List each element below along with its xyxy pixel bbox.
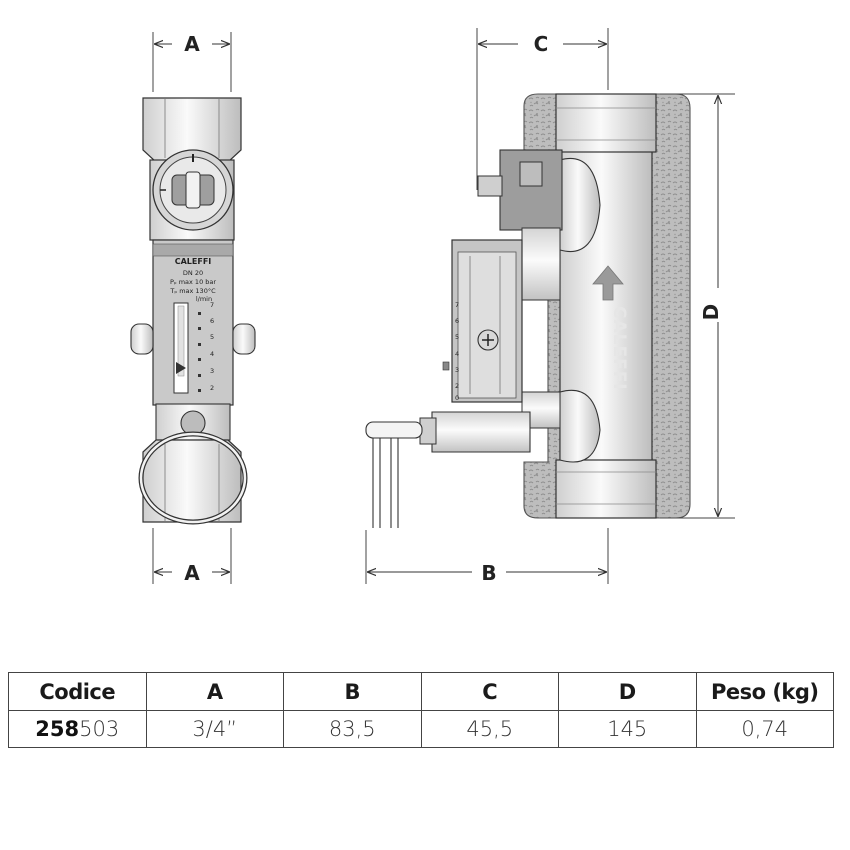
meter-spec-temperature: Tₚ max 130°C [169, 287, 216, 295]
technical-drawing: A CALEFFI DN 20 Pₚ max 10 bar Tₚ max 130… [130, 28, 735, 585]
scale-front-4: 4 [210, 350, 214, 358]
flow-meter-front: CALEFFI DN 20 Pₚ max 10 bar Tₚ max 130°C… [152, 239, 234, 406]
scale-side-0: 0 [455, 394, 459, 402]
regulating-knob [152, 149, 234, 231]
scale-front-5: 5 [210, 333, 214, 341]
dimension-a-bottom: A [152, 528, 232, 585]
dimension-label-b: B [481, 561, 496, 585]
dimension-d: D [660, 93, 735, 519]
brand-label-front: CALEFFI [175, 257, 212, 266]
header-peso: Peso (kg) [695, 672, 834, 711]
code-prefix: 258 [35, 717, 80, 741]
table-header-row: Codice A B C D Peso (kg) [8, 672, 834, 711]
flow-meter-side: 7 6 5 4 3 2 0 [442, 239, 523, 403]
scale-front-3: 3 [210, 367, 214, 375]
code-suffix: 503 [79, 717, 120, 741]
front-view: A CALEFFI DN 20 Pₚ max 10 bar Tₚ max 130… [130, 32, 256, 585]
header-a: A [145, 672, 284, 711]
table-row: 258503 3/4” 83,5 45,5 145 0,74 [8, 710, 834, 748]
scale-side: 7 6 5 4 3 2 0 [455, 301, 459, 402]
scale-front-6: 6 [210, 317, 214, 325]
scale-side-6: 6 [455, 317, 459, 325]
dimension-a-top: A [152, 32, 232, 92]
scale-side-7: 7 [455, 301, 459, 309]
cell-c: 45,5 [420, 710, 559, 748]
scale-side-5: 5 [455, 333, 459, 341]
scale-front-2: 2 [210, 384, 214, 392]
meter-unit: l/min [196, 295, 212, 303]
cell-peso: 0,74 [695, 710, 834, 748]
dimensions-table: Codice A B C D Peso (kg) 258503 3/4” 83,… [8, 672, 834, 748]
scale-side-4: 4 [455, 350, 459, 358]
scale-side-2: 2 [455, 382, 459, 390]
dimension-label-d: D [699, 304, 723, 321]
scale-front-7: 7 [210, 301, 214, 309]
meter-spec-pressure: Pₚ max 10 bar [170, 278, 216, 286]
dimension-label-a-bottom: A [184, 561, 200, 585]
scale-side-3: 3 [455, 366, 459, 374]
side-view: C CALEFFI [365, 28, 735, 585]
dimension-label-a-top: A [184, 32, 200, 56]
brand-label-side: CALEFFI [609, 306, 629, 391]
cell-a: 3/4” [145, 710, 284, 748]
header-codice: Codice [8, 672, 147, 711]
cell-b: 83,5 [283, 710, 422, 748]
header-b: B [283, 672, 422, 711]
header-d: D [558, 672, 697, 711]
header-c: C [420, 672, 559, 711]
meter-spec-dn: DN 20 [183, 269, 203, 277]
dimension-c: C [476, 28, 609, 190]
dimension-label-c: C [534, 32, 549, 56]
cell-d: 145 [558, 710, 697, 748]
dimension-b: B [365, 528, 609, 585]
scale-front: 7 6 5 4 3 2 [198, 301, 214, 392]
cell-codice: 258503 [8, 710, 147, 748]
